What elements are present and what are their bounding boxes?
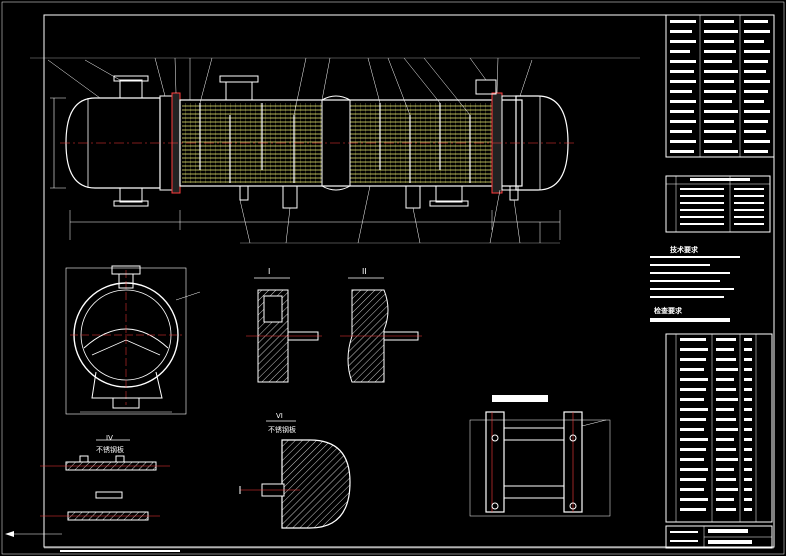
title-block (665, 525, 773, 549)
plate-details (5, 439, 170, 537)
section-mark-ii: II (362, 267, 367, 276)
end-view (65, 265, 201, 415)
impingement-plate-view (239, 420, 351, 529)
flange-assembly-detail (469, 395, 611, 517)
technical-requirements-title: 技术要求 (670, 246, 698, 254)
heat-exchanger-elevation (30, 57, 640, 244)
section-mark-iv: IV (106, 434, 113, 442)
parts-list-table (665, 333, 773, 523)
design-data-rows (670, 20, 770, 153)
parts-list-rows (680, 338, 752, 511)
view-title-support: 不锈钢板 (96, 445, 124, 454)
section-i (246, 277, 322, 383)
section-ii (340, 277, 422, 383)
design-data-table (665, 14, 775, 158)
inspection-requirements-title: 检查要求 (654, 307, 682, 315)
nozzle-table (665, 175, 771, 233)
view-title-plate: 不锈钢板 (268, 425, 296, 434)
technical-notes-text (650, 256, 740, 322)
bottom-revision-strip (44, 547, 774, 552)
drawing-border (43, 14, 775, 548)
section-mark-i: I (268, 267, 270, 276)
section-mark-vi: VI (276, 412, 283, 420)
